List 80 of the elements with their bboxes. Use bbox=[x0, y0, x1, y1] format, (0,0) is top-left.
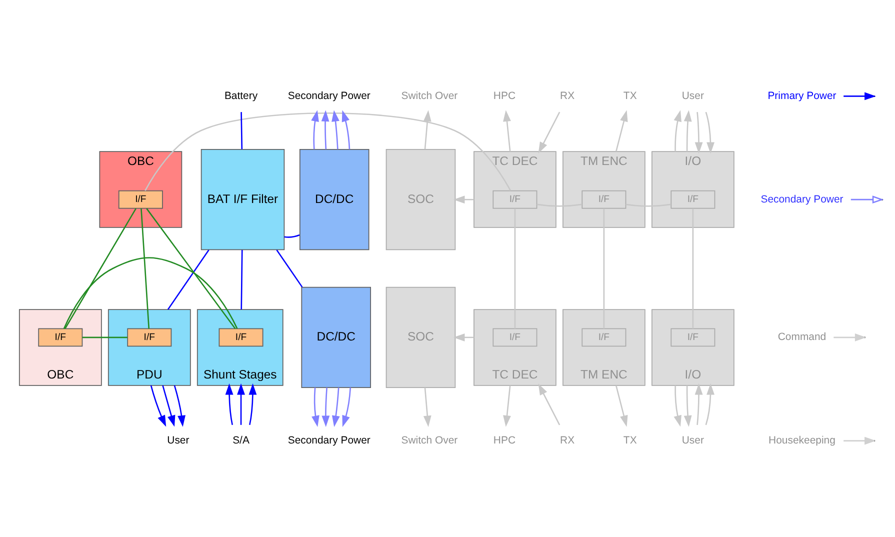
connector bbox=[692, 208, 694, 329]
arrow bbox=[248, 383, 257, 426]
node-text: User bbox=[167, 436, 190, 447]
node-box: I/F bbox=[582, 328, 626, 347]
node-box: BAT I/F Filter bbox=[200, 148, 285, 250]
arrow bbox=[694, 383, 703, 425]
connector bbox=[140, 208, 150, 329]
connector bbox=[167, 250, 210, 310]
node-text: User bbox=[682, 436, 704, 447]
arrow bbox=[615, 385, 628, 427]
arrow bbox=[423, 388, 432, 428]
arrow bbox=[453, 196, 474, 204]
arrow bbox=[538, 384, 560, 426]
arrow bbox=[453, 333, 474, 342]
node-box: I/F bbox=[670, 190, 716, 209]
node-text: S/A bbox=[232, 436, 250, 447]
connector bbox=[240, 250, 243, 310]
arrow bbox=[312, 388, 320, 428]
arrow bbox=[694, 112, 703, 154]
arrow bbox=[332, 110, 340, 150]
arrow bbox=[615, 110, 628, 152]
arrow bbox=[322, 388, 330, 428]
node-box: I/F bbox=[38, 328, 83, 347]
connector bbox=[146, 208, 236, 330]
node-box: I/F bbox=[492, 190, 538, 209]
node-text: RX bbox=[560, 90, 575, 102]
arrow bbox=[684, 385, 692, 427]
node-text: HPC bbox=[493, 90, 516, 102]
arrow bbox=[174, 385, 186, 427]
connector bbox=[64, 208, 136, 329]
arrow bbox=[162, 385, 176, 427]
arrow bbox=[342, 388, 352, 427]
node-box: DC/DC bbox=[301, 286, 371, 388]
node-box: SOC bbox=[386, 286, 456, 388]
legend-label: Primary Power bbox=[768, 90, 836, 102]
node-text: Battery bbox=[224, 90, 258, 102]
arrow bbox=[225, 383, 234, 426]
legend-label: Secondary Power bbox=[760, 194, 844, 206]
arrow bbox=[321, 110, 330, 150]
node-box: I/F bbox=[127, 328, 172, 347]
arrow bbox=[237, 383, 245, 425]
arrow bbox=[705, 383, 714, 426]
node-text: Switch Over bbox=[401, 436, 458, 447]
node-text: Secondary Power bbox=[288, 436, 370, 447]
arrow bbox=[150, 385, 166, 427]
arrow bbox=[503, 385, 511, 427]
arrow bbox=[423, 110, 432, 150]
connector bbox=[603, 208, 605, 329]
arrow bbox=[503, 110, 511, 152]
node-text: RX bbox=[560, 436, 575, 447]
node-text: User bbox=[682, 90, 704, 102]
legend-label: Housekeeping bbox=[768, 436, 836, 447]
node-text: Switch Over bbox=[401, 90, 458, 102]
node-text: TX bbox=[623, 436, 637, 447]
node-text: TX bbox=[623, 90, 637, 102]
arrow bbox=[674, 110, 682, 152]
connector bbox=[514, 208, 516, 329]
connector bbox=[144, 112, 512, 191]
connector bbox=[284, 234, 300, 238]
connector bbox=[276, 250, 303, 288]
node-box: SOC bbox=[386, 148, 456, 250]
arrow bbox=[538, 112, 560, 154]
connector bbox=[63, 257, 238, 329]
node-text: Secondary Power bbox=[288, 90, 370, 102]
node-box: I/F bbox=[582, 190, 626, 209]
connector bbox=[82, 336, 128, 338]
arrow bbox=[332, 388, 340, 428]
node-box: I/F bbox=[118, 190, 163, 209]
arrow bbox=[311, 110, 319, 150]
connector bbox=[240, 112, 243, 150]
arrow bbox=[342, 110, 350, 150]
node-box: I/F bbox=[492, 328, 538, 347]
node-text: HPC bbox=[493, 436, 516, 447]
node-box: I/F bbox=[670, 328, 716, 347]
arrow bbox=[684, 110, 692, 152]
node-box: I/F bbox=[218, 328, 264, 347]
legend-label: Command bbox=[778, 332, 826, 344]
arrow bbox=[674, 385, 682, 427]
arrow bbox=[705, 112, 714, 154]
node-box: DC/DC bbox=[299, 148, 370, 250]
